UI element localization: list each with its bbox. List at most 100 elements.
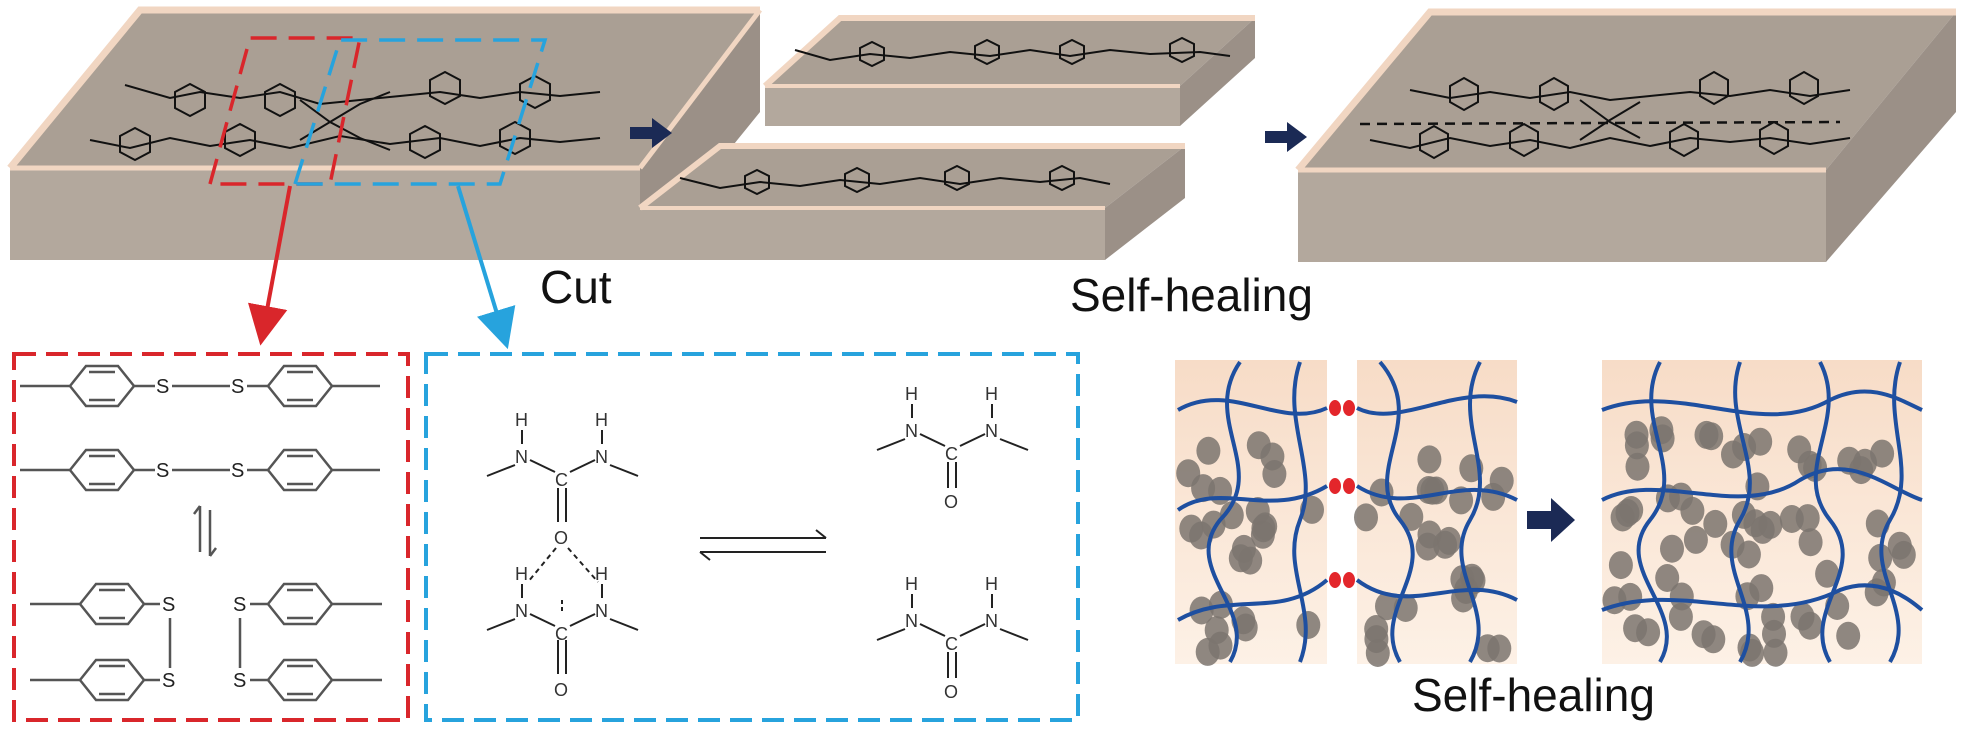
nitrogen-atom: N bbox=[905, 611, 918, 631]
filler-particle bbox=[1636, 618, 1661, 647]
slab-top-face bbox=[10, 10, 760, 168]
filler-particle bbox=[1790, 602, 1815, 631]
cut-upper-edge bbox=[762, 15, 1255, 89]
chain-upper bbox=[794, 36, 1231, 68]
process-arrow-2 bbox=[1265, 122, 1307, 152]
healed-side bbox=[1826, 12, 1956, 262]
hydrogen-atom: H bbox=[595, 410, 608, 430]
hydrogen-atom: H bbox=[985, 574, 998, 594]
carbon-atom: C bbox=[945, 444, 958, 464]
selection-boxes bbox=[207, 36, 548, 186]
disulfide-bonds bbox=[20, 364, 382, 702]
filler-particle bbox=[1763, 638, 1788, 667]
cut-slab-lower bbox=[638, 143, 1185, 260]
junction-dot bbox=[1343, 400, 1355, 416]
cut-lower-top bbox=[640, 146, 1185, 208]
sulfur-atom: S bbox=[233, 594, 246, 616]
filler-particle bbox=[1262, 460, 1287, 488]
network-lines-broken bbox=[1176, 360, 1518, 663]
process-arrow-2-shaft bbox=[1265, 131, 1287, 143]
hydrogen-atom: H bbox=[595, 564, 608, 584]
intact-slab bbox=[7, 6, 762, 260]
disulfide-selection-box bbox=[207, 36, 363, 186]
filler-particle bbox=[1219, 501, 1244, 530]
filler-particle bbox=[1887, 531, 1912, 560]
network-panel-broken bbox=[1175, 360, 1518, 667]
filler-particle bbox=[1703, 509, 1728, 538]
cut-lower-edge bbox=[638, 143, 1185, 211]
chain-lower bbox=[679, 164, 1111, 196]
cut-label: Cut bbox=[540, 261, 612, 313]
sulfur-atom: S bbox=[233, 670, 246, 692]
cut-upper-front bbox=[765, 86, 1180, 126]
nitrogen-atom: N bbox=[905, 421, 918, 441]
hydrogen-atom: H bbox=[905, 384, 918, 404]
filler-particle bbox=[1610, 503, 1635, 532]
filler-particle bbox=[1296, 611, 1321, 639]
filler-particle bbox=[1437, 526, 1461, 555]
healed-seam-dashed bbox=[1359, 120, 1841, 126]
sulfur-atom: S bbox=[156, 460, 169, 482]
process-arrow-1-head bbox=[652, 118, 672, 148]
network-lines-healed bbox=[1601, 361, 1924, 663]
filler-particle bbox=[1618, 582, 1643, 611]
filler-particle bbox=[1870, 439, 1895, 468]
cut-slab-upper bbox=[762, 15, 1255, 126]
cut-upper-side bbox=[1180, 18, 1255, 126]
disulfide-box-border bbox=[12, 352, 410, 722]
nitrogen-atom: N bbox=[985, 611, 998, 631]
oxygen-atom: O bbox=[554, 680, 568, 700]
filler-particle bbox=[1750, 515, 1775, 544]
filler-particle bbox=[1815, 559, 1840, 588]
junction-dot bbox=[1343, 478, 1355, 494]
chains-healed bbox=[1369, 70, 1851, 160]
process-arrow-1-shaft bbox=[630, 127, 652, 139]
filler-particle bbox=[1864, 578, 1889, 607]
filler-particle bbox=[1208, 631, 1233, 660]
nitrogen-atom: N bbox=[595, 447, 608, 467]
slab-front-face bbox=[10, 168, 640, 260]
filler-particle bbox=[1836, 621, 1861, 650]
junction-dot bbox=[1329, 400, 1341, 416]
zoom-arrow-hbond bbox=[456, 185, 516, 350]
carbon-atom: C bbox=[555, 624, 568, 644]
filler-particle bbox=[1625, 452, 1650, 481]
filler-particle bbox=[1624, 431, 1649, 460]
hydrogen-atom: H bbox=[985, 384, 998, 404]
disulfide-exchange-panel: S S S S S S S S bbox=[12, 352, 410, 722]
junction-dot bbox=[1329, 572, 1341, 588]
process-arrow-1 bbox=[630, 118, 672, 148]
sulfur-labels: S S S S S S S S bbox=[156, 376, 246, 692]
filler-particle bbox=[1660, 534, 1684, 563]
filler-particle bbox=[1179, 514, 1204, 543]
filler-particle bbox=[1228, 544, 1253, 573]
healed-top bbox=[1298, 12, 1956, 170]
network-panel-healed bbox=[1601, 360, 1924, 667]
process-arrow-2-head bbox=[1287, 122, 1307, 152]
filler-particle bbox=[1655, 564, 1680, 592]
healed-front bbox=[1298, 170, 1826, 262]
healed-edge bbox=[1295, 8, 1956, 173]
filler-particle bbox=[1365, 639, 1390, 667]
junction-dot bbox=[1329, 478, 1341, 494]
filler-particle bbox=[1699, 422, 1724, 451]
healing-arrow bbox=[1527, 498, 1575, 542]
filler-particle bbox=[1798, 528, 1823, 557]
filler-particle bbox=[1475, 634, 1500, 663]
junction-dot bbox=[1343, 572, 1355, 588]
filler-particle bbox=[1749, 574, 1774, 603]
urea-atom-labels: H H N N C O H H N N C O H H N N C O H H … bbox=[515, 384, 998, 702]
filler-particle bbox=[1196, 436, 1221, 465]
sulfur-atom: S bbox=[231, 376, 244, 398]
filler-particle bbox=[1680, 496, 1705, 525]
self-healing-label-bottom: Self-healing bbox=[1412, 669, 1655, 721]
filler-particle bbox=[1208, 476, 1233, 505]
filler-particle bbox=[1375, 592, 1399, 621]
healing-arrow-head bbox=[1551, 498, 1575, 542]
filler-particle bbox=[1691, 620, 1716, 649]
filler-particle bbox=[1779, 505, 1804, 533]
filler-particle bbox=[1176, 459, 1201, 488]
sulfur-atom: S bbox=[156, 376, 169, 398]
filler-particle bbox=[1246, 431, 1271, 460]
sulfur-atom: S bbox=[162, 670, 175, 692]
